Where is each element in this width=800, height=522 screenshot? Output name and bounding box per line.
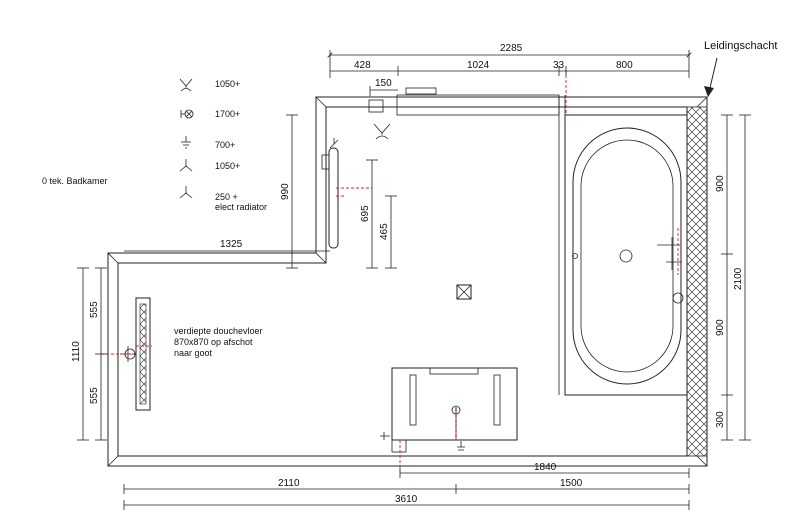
shaft-title: Leidingschacht	[704, 40, 777, 52]
shower-gutter	[120, 297, 151, 411]
shower-note-line: verdiepte douchevloer	[174, 326, 263, 336]
dimension-text: 150	[375, 78, 392, 89]
dimension-text: 33	[553, 60, 565, 71]
dimension-text: 2285	[500, 43, 523, 54]
ground-outlet-icon	[181, 136, 191, 149]
dimension-text: 555	[89, 387, 100, 404]
dimension-text: 1024	[467, 60, 490, 71]
bathtub	[564, 114, 688, 396]
dimension-text: 555	[89, 301, 100, 318]
top-counter	[396, 94, 560, 116]
dimensions-bottom: 1840 2110 1500 3610	[123, 462, 690, 510]
radiator-point-icon	[179, 186, 193, 199]
shower-head-icon	[179, 78, 193, 92]
dimension-text: 300	[715, 411, 726, 428]
dimension-text: 1325	[220, 239, 243, 250]
room-label: 0 tek. Badkamer	[42, 176, 108, 186]
dimension-text: 900	[715, 175, 726, 192]
dimension-text: 2100	[733, 267, 744, 290]
dimension-text: 3610	[395, 494, 418, 505]
drain-icon	[619, 249, 633, 263]
legend-sublabel: elect radiator	[215, 202, 267, 212]
bath-tap-icon	[672, 292, 684, 304]
dimension-text: 800	[616, 60, 633, 71]
dimension-text: 900	[715, 319, 726, 336]
walls	[107, 96, 708, 467]
wall-outlet-icon	[180, 109, 194, 119]
dimension-text: 1110	[71, 341, 82, 362]
pipe-shaft	[686, 106, 708, 457]
dimension-text: 2110	[278, 478, 300, 489]
floor-drain-icon	[456, 284, 472, 300]
dimension-text: 428	[354, 60, 371, 71]
dimensions-right: 900 900 300 2100	[715, 114, 751, 441]
dimension-text: 1840	[534, 462, 557, 473]
bath-mixer-icon	[657, 237, 682, 270]
shower-head-icon	[373, 123, 391, 140]
legend-label: 250 +	[215, 192, 238, 202]
legend-label: 1700+	[215, 109, 240, 119]
dimension-text: 1500	[560, 478, 583, 489]
dimensions-left: 1110 555 555	[71, 267, 107, 441]
top-fixture	[405, 87, 437, 95]
shower-note-line: 870x870 op afschot	[174, 337, 253, 347]
tap-point-icon	[179, 159, 193, 172]
legend-label: 1050+	[215, 161, 240, 171]
shaft-arrow-icon	[704, 57, 718, 97]
toilet	[321, 138, 372, 249]
top-junction-box	[368, 99, 384, 113]
dimension-text: 695	[360, 205, 371, 222]
shower-note-line: naar goot	[174, 348, 213, 358]
legend: 1050+ 1700+ 700+ 1050+ 250 + elect radia…	[179, 78, 267, 212]
dimension-text: 465	[379, 223, 390, 240]
dimension-text: 990	[280, 183, 291, 200]
legend-label: 1050+	[215, 79, 240, 89]
washbasin-unit	[380, 367, 518, 453]
dimensions-left-upper: 990 1325 695 465	[124, 114, 397, 269]
dimensions-top: 2285 428 1024 33 800 150	[330, 43, 689, 96]
legend-label: 700+	[215, 140, 235, 150]
